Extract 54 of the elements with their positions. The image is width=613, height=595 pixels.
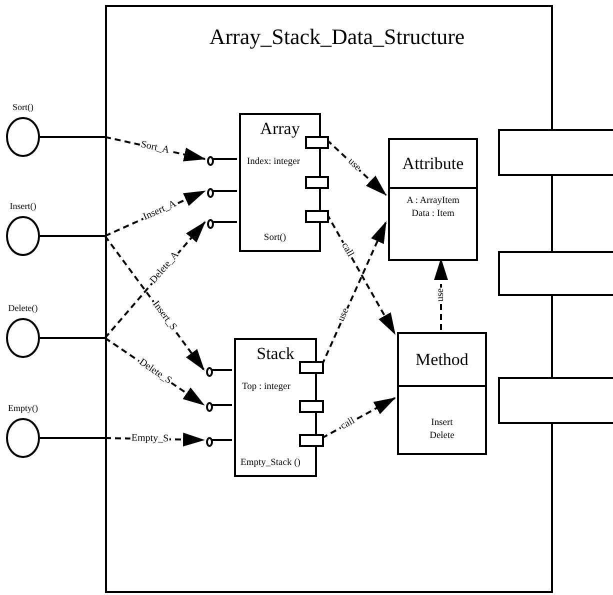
port-rect [305, 176, 329, 189]
component-name: Stack [256, 343, 296, 364]
connector-line [212, 190, 237, 192]
connector-line [211, 369, 232, 371]
port-rect [305, 136, 329, 149]
member-text: Insert [431, 417, 453, 430]
edge-label: use [436, 286, 446, 302]
class-box [388, 138, 478, 261]
component-box [239, 113, 321, 252]
connector-line [40, 337, 105, 339]
connector-line [40, 235, 105, 237]
component-name: Array [259, 118, 301, 140]
connector-line [211, 439, 232, 441]
interface-label: Delete() [7, 302, 39, 314]
port-rect [305, 210, 329, 223]
attribute-text: Top : integer [242, 382, 290, 394]
connector-line [212, 158, 237, 160]
port-rect [299, 434, 324, 447]
member-text: Delete [430, 430, 454, 443]
member-text: Data : Item [412, 208, 454, 221]
edge-label: Empty_S [130, 434, 170, 444]
connector-line [212, 221, 237, 223]
member-text: A : ArrayItem [406, 195, 460, 208]
interface-lollipop [6, 402, 40, 458]
class-box [397, 332, 487, 455]
component-tab [498, 129, 613, 176]
interface-lollipop [6, 302, 40, 358]
class-name: Method [416, 348, 468, 370]
connector-line [40, 136, 105, 138]
port-circle [207, 156, 214, 166]
port-circle [206, 437, 213, 447]
class-name: Attribute [402, 152, 464, 174]
interface-label: Empty() [7, 402, 39, 414]
port-circle [207, 188, 214, 198]
interface-label: Sort() [12, 101, 34, 113]
interface-label: Insert() [8, 200, 38, 212]
component-tab [498, 251, 613, 296]
component-tab [498, 377, 613, 424]
port-rect [299, 400, 324, 413]
attribute-text: Index: integer [247, 157, 300, 169]
frame-title: Array_Stack_Data_Structure [208, 23, 466, 50]
operation-text: Sort() [262, 233, 288, 245]
port-circle [206, 402, 213, 412]
interface-lollipop [6, 200, 40, 256]
interface-lollipop [6, 101, 40, 157]
port-circle [207, 219, 214, 229]
edge-label: call [339, 240, 356, 260]
connector-line [211, 404, 232, 406]
port-circle [206, 367, 213, 377]
component-frame [105, 5, 553, 593]
port-rect [299, 361, 324, 374]
connector-line [40, 437, 105, 439]
component-box [234, 338, 317, 477]
operation-text: Empty_Stack () [240, 458, 302, 470]
